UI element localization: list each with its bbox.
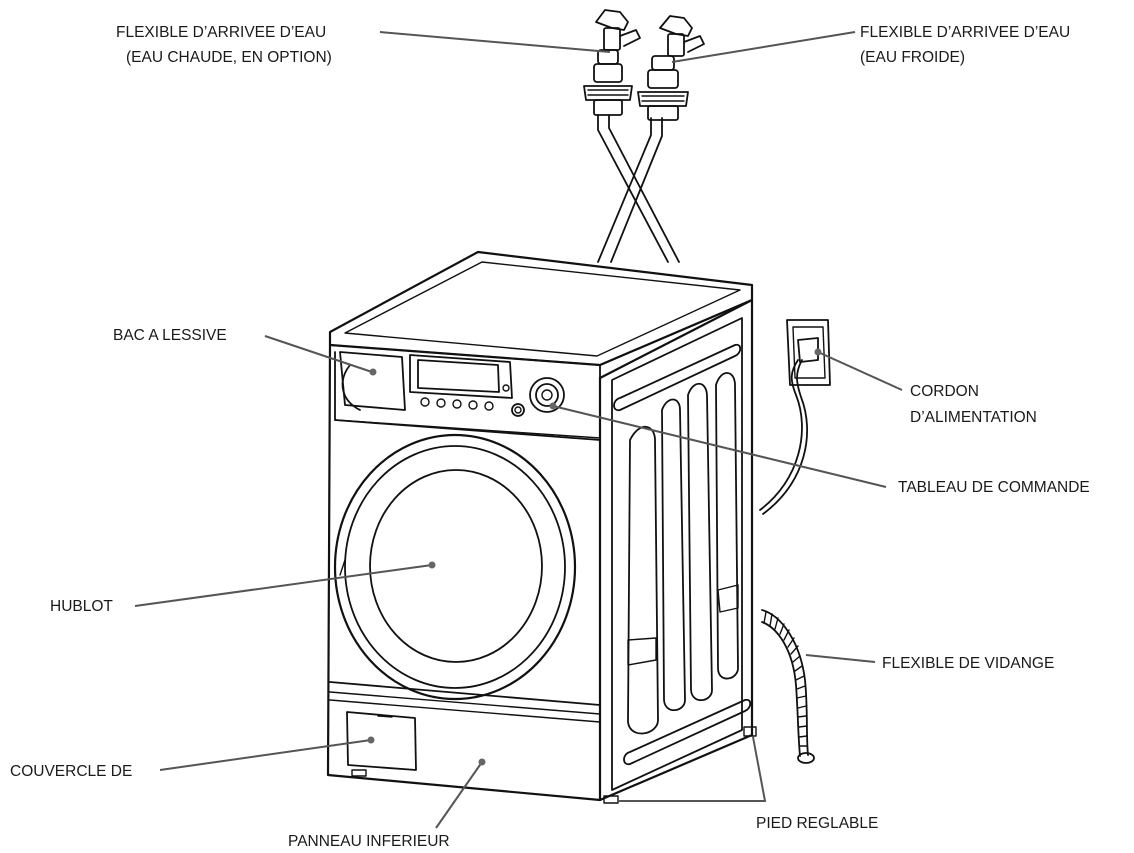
cold-hose-label-line2: (EAU FROIDE) [860, 49, 965, 66]
control-panel-label: TABLEAU DE COMMANDE [898, 479, 1090, 496]
cold-water-tap-icon [637, 15, 705, 121]
cold-hose-label-line1: FLEXIBLE D’ARRIVEE D’EAU [860, 24, 1070, 41]
power-cord-illustration [759, 319, 831, 515]
detergent-drawer-icon [339, 351, 406, 411]
filter-cover-label: COUVERCLE DE [10, 763, 132, 780]
detergent-drawer-label: BAC A LESSIVE [113, 327, 227, 344]
leader-lines [134, 31, 903, 829]
door-icon [333, 433, 577, 701]
lower-panel-label: PANNEAU INFERIEUR [288, 833, 450, 850]
drain-hose-label: FLEXIBLE DE VIDANGE [882, 655, 1054, 672]
washing-machine-illustration [326, 250, 757, 804]
wall-outlet-icon [786, 319, 831, 386]
hot-hose-label-line1: FLEXIBLE D’ARRIVEE D’EAU [116, 24, 326, 41]
labels: FLEXIBLE D’ARRIVEE D’EAU (EAU CHAUDE, EN… [10, 24, 1090, 850]
power-cord-label-line2: D’ALIMENTATION [910, 409, 1037, 426]
power-cord-label-line1: CORDON [910, 383, 979, 400]
control-panel-icon [409, 354, 565, 417]
hot-hose-label-line2: (EAU CHAUDE, EN OPTION) [126, 49, 332, 66]
adjustable-foot-label: PIED REGLABLE [756, 815, 878, 832]
filter-cover-icon [346, 711, 417, 771]
door-label: HUBLOT [50, 598, 113, 615]
inlet-hoses-illustration [583, 9, 705, 263]
drain-hose-illustration [761, 609, 815, 764]
hot-water-tap-icon [583, 9, 641, 116]
